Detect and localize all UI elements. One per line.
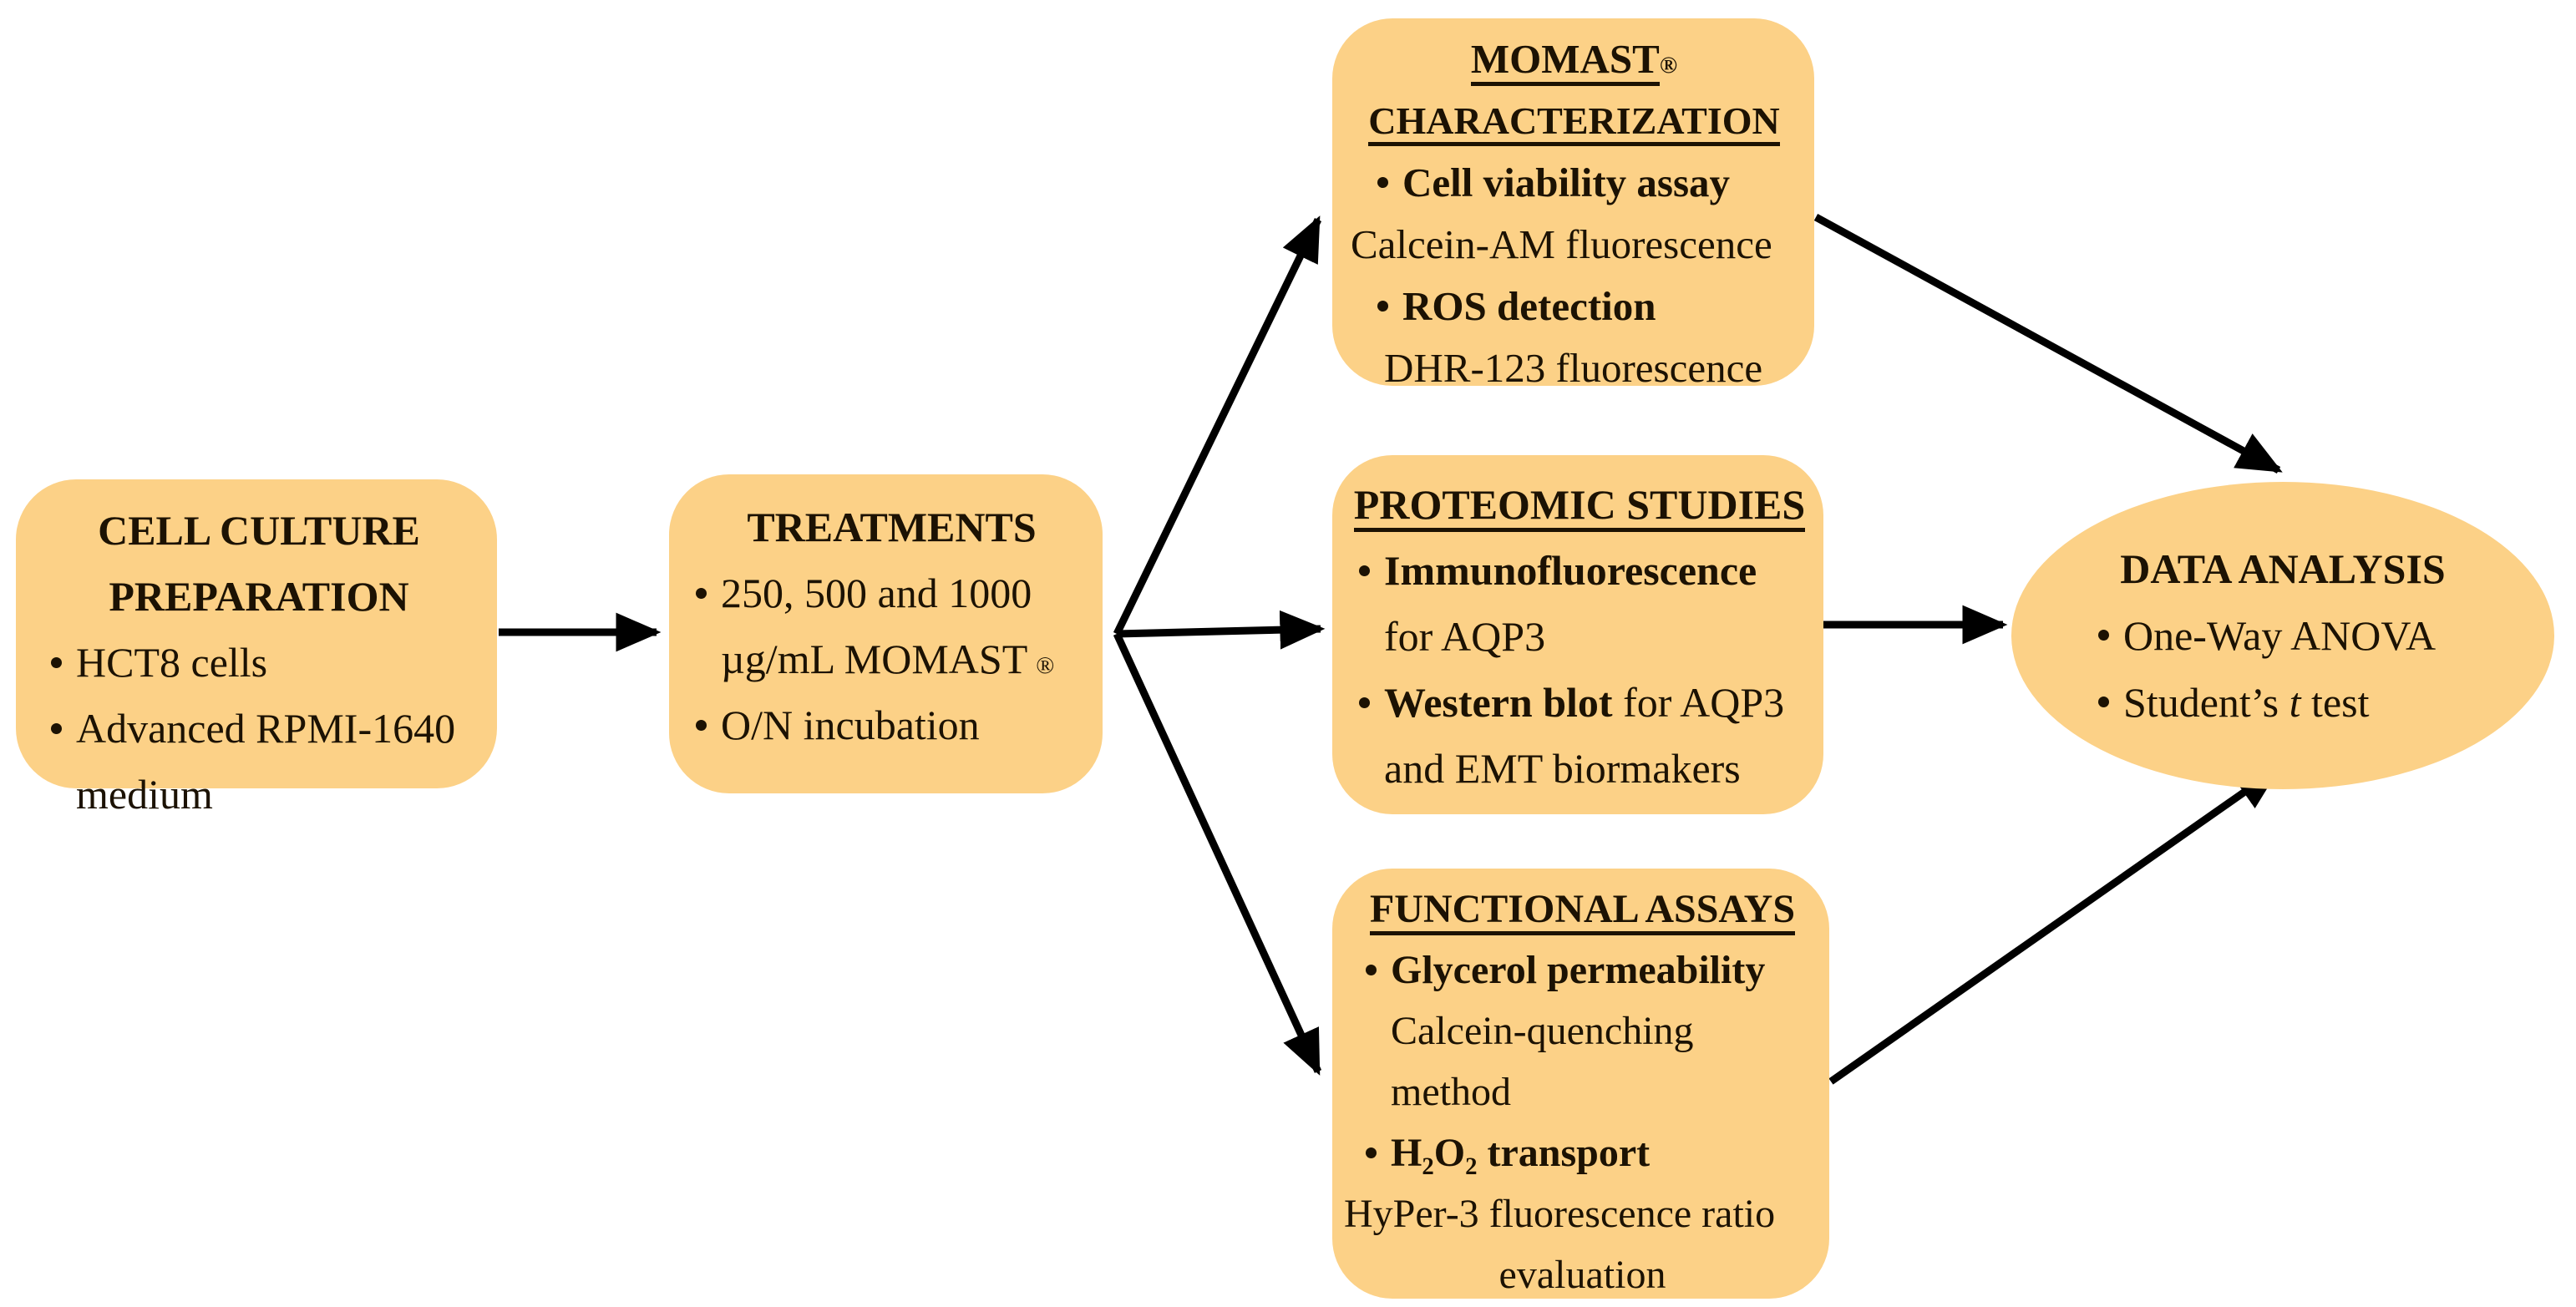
node-footer-line: evaluation xyxy=(1498,1253,1666,1297)
node-title-line: MOMAST® xyxy=(1344,28,1804,90)
bullet-item: 250, 500 and 1000 µg/mL MOMAST ® xyxy=(691,560,1093,692)
bullet-line: Immunofluorescence xyxy=(1384,538,1812,604)
bullet-text: O/N incubation xyxy=(721,702,980,748)
bullet-item: Cell viability assay xyxy=(1344,152,1804,214)
bullet-dot xyxy=(1366,1147,1377,1158)
bullet-line: method xyxy=(1391,1070,1511,1114)
bullet-regular-text: Student’s xyxy=(2123,679,2289,726)
bullet-dot xyxy=(1359,565,1370,576)
bullet-line: Calcein-quenching xyxy=(1391,1009,1694,1053)
arrow-treatments-to-functional xyxy=(1113,632,1322,1076)
bullet-item: HCT8 cells xyxy=(36,630,482,696)
node-title-line: CELL CULTURE xyxy=(98,507,420,554)
bullet-dot xyxy=(51,723,62,734)
bullet-dot xyxy=(1377,301,1388,312)
node-title-line: PREPARATION xyxy=(109,573,409,620)
bullet-line: for AQP3 xyxy=(1384,613,1546,660)
registered-trademark-mark: ® xyxy=(1659,53,1678,79)
node-cell-culture-preparation: CELL CULTURE PREPARATION HCT8 cells Adva… xyxy=(16,479,497,818)
bullet-bold-text: Western blot xyxy=(1384,679,1613,726)
bullet-text: Student’s t test xyxy=(2123,669,2554,736)
bullet-regular-text: for AQP3 xyxy=(1612,679,1785,726)
bullet-text: One-Way ANOVA xyxy=(2123,612,2437,659)
bullet-item: H₂O₂ transport xyxy=(1342,1122,1823,1183)
node-title-line: CHARACTERIZATION xyxy=(1344,90,1804,152)
bullet-item: Student’s t test xyxy=(2011,669,2554,736)
bullet-item: Western blot for AQP3 and EMT biormakers xyxy=(1347,670,1812,802)
bullet-text: 250, 500 and 1000 µg/mL MOMAST ® xyxy=(721,560,1093,692)
bullet-text: HCT8 cells xyxy=(76,639,268,686)
node-title-text: PROTEOMIC STUDIES xyxy=(1353,481,1806,532)
bullet-item: Advanced RPMI-1640 medium xyxy=(36,696,482,828)
bullet-text: Cell viability assay xyxy=(1402,160,1731,205)
bullet-detail: Calcein-AM fluorescence xyxy=(1351,221,1772,267)
bullet-item: Glycerol permeability Calcein-quenching … xyxy=(1342,940,1823,1122)
bullet-text: Glycerol permeability Calcein-quenching … xyxy=(1391,940,1823,1122)
bullet-regular-text: test xyxy=(2300,679,2370,726)
bullet-line: Glycerol permeability xyxy=(1391,948,1766,992)
node-title-line: PROTEOMIC STUDIES xyxy=(1347,472,1812,538)
node-title-text: FUNCTIONAL ASSAYS xyxy=(1369,887,1796,935)
bullet-dot xyxy=(1359,697,1370,708)
registered-trademark-mark: ® xyxy=(1036,652,1055,679)
bullet-line: µg/mL MOMAST ® xyxy=(721,626,1093,692)
bullet-item: O/N incubation xyxy=(691,692,1093,758)
arrow-treatments-to-momast xyxy=(1113,215,1322,636)
bullet-text: ROS detection xyxy=(1402,283,1656,329)
arrow-functional-to-data-analysis xyxy=(1828,766,2281,1085)
node-momast-characterization: MOMAST® CHARACTERIZATION Cell viability … xyxy=(1332,18,1814,391)
bullet-dot xyxy=(1377,177,1388,188)
node-title-text: MOMAST xyxy=(1470,36,1660,86)
node-title-line: TREATMENTS xyxy=(747,504,1037,550)
bullet-dot xyxy=(696,720,707,731)
node-data-analysis: DATA ANALYSIS One-Way ANOVA Student’s t … xyxy=(2011,482,2554,789)
bullet-text: Western blot for AQP3 and EMT biormakers xyxy=(1384,670,1812,802)
bullet-text: Immunofluorescence for AQP3 xyxy=(1384,538,1812,670)
bullet-line: Western blot for AQP3 xyxy=(1384,670,1812,736)
bullet-line: and EMT biormakers xyxy=(1384,745,1741,792)
arrow-momast-to-data-analysis xyxy=(1813,214,2283,474)
bullet-item: Immunofluorescence for AQP3 xyxy=(1347,538,1812,670)
bullet-line: medium xyxy=(76,771,213,818)
bullet-text: H₂O₂ transport xyxy=(1391,1131,1651,1175)
bullet-dot xyxy=(2098,630,2109,641)
bullet-text: Advanced RPMI-1640 medium xyxy=(76,696,482,828)
node-functional-assays: FUNCTIONAL ASSAYS Glycerol permeability … xyxy=(1332,869,1829,1299)
bullet-dot xyxy=(1366,965,1377,975)
bullet-item: ROS detection xyxy=(1344,276,1804,337)
node-proteomic-studies: PROTEOMIC STUDIES Immunofluorescence for… xyxy=(1332,455,1823,814)
bullet-line: 250, 500 and 1000 xyxy=(721,570,1032,616)
bullet-italic-text: t xyxy=(2289,679,2301,726)
node-title-text: CHARACTERIZATION xyxy=(1368,99,1780,146)
bullet-dot xyxy=(2098,697,2109,707)
arrow-treatments-to-proteomic xyxy=(1116,610,1326,650)
bullet-dot xyxy=(696,588,707,599)
bullet-detail: DHR-123 fluorescence xyxy=(1384,345,1763,391)
node-footer-line: HyPer-3 fluorescence ratio xyxy=(1344,1192,1776,1236)
bullet-line-text: µg/mL MOMAST xyxy=(721,636,1028,682)
bullet-line: Advanced RPMI-1640 xyxy=(76,705,456,752)
node-title-line: FUNCTIONAL ASSAYS xyxy=(1342,879,1823,940)
bullet-dot xyxy=(51,657,62,668)
node-treatments: TREATMENTS 250, 500 and 1000 µg/mL MOMAS… xyxy=(669,474,1103,793)
bullet-item: One-Way ANOVA xyxy=(2011,602,2554,669)
node-title-line: DATA ANALYSIS xyxy=(2120,545,2446,592)
bullet-bold-text: Immunofluorescence xyxy=(1384,547,1757,594)
